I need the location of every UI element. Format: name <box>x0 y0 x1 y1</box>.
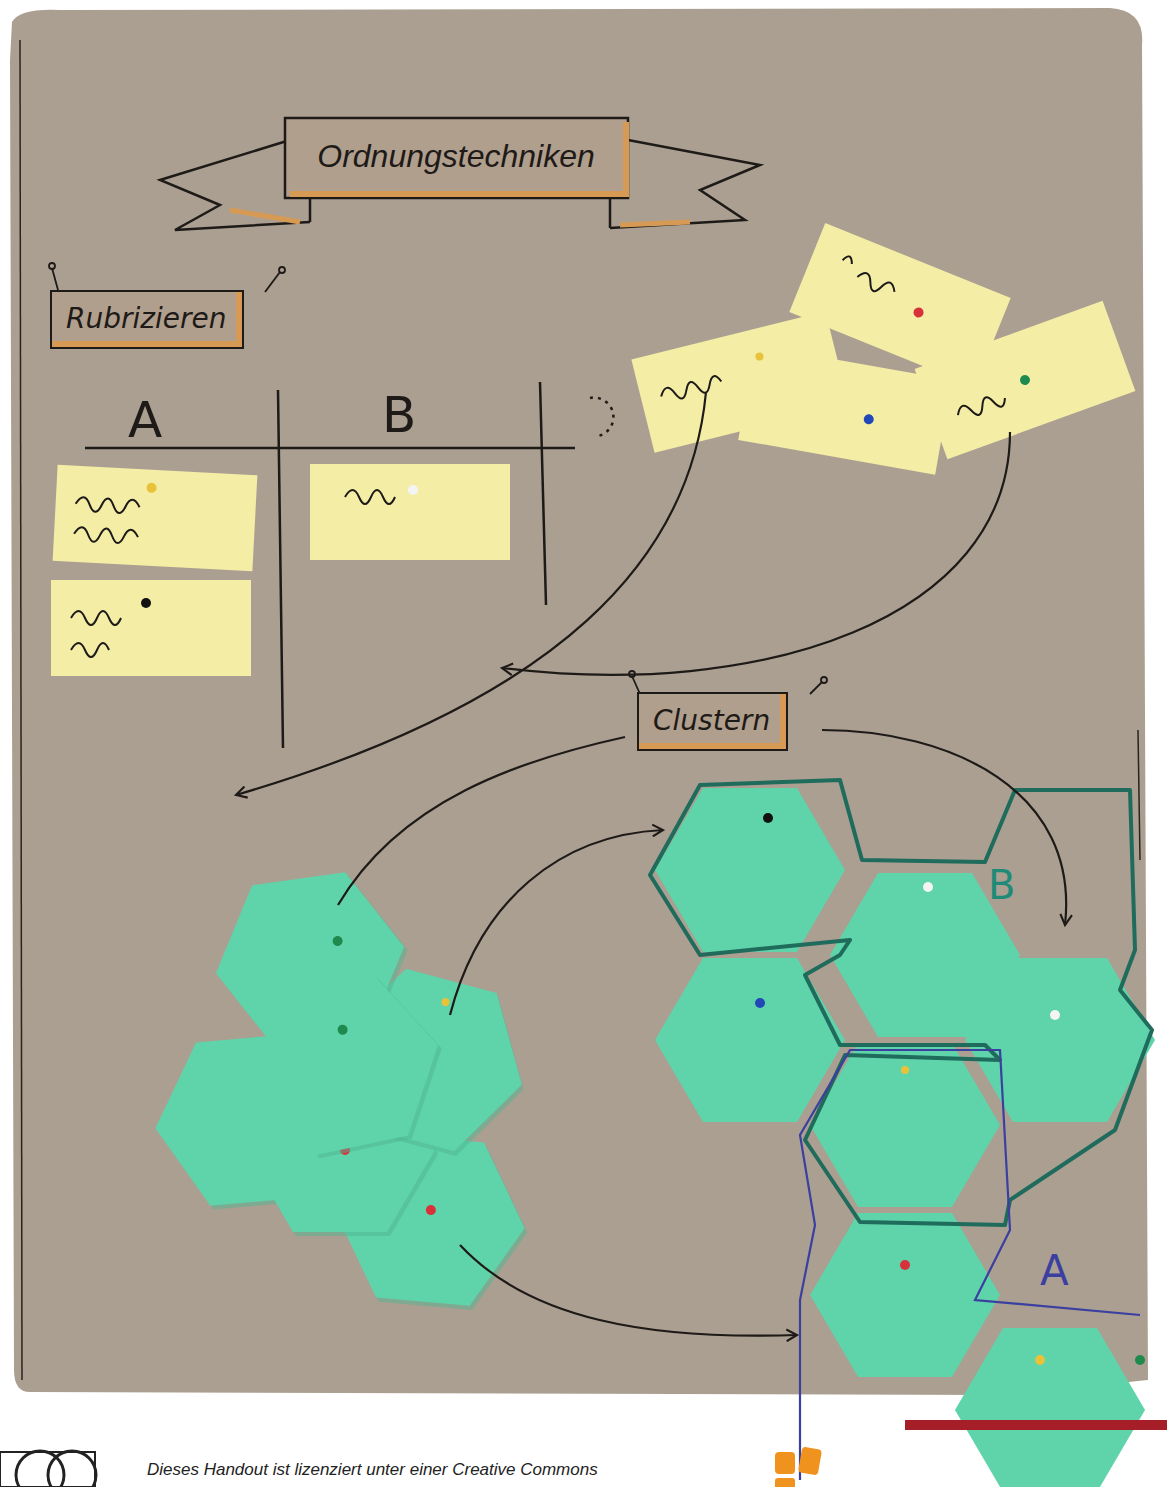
label-box: Rubrizieren <box>50 290 244 349</box>
banner-title: Ordnungstechniken <box>317 138 595 175</box>
label-box: Clustern <box>637 692 788 751</box>
license-caption: Dieses Handout ist lizenziert unter eine… <box>147 1460 598 1480</box>
column-heading: B <box>382 390 416 440</box>
cluster-label: B <box>988 865 1015 905</box>
box-text: Clustern <box>653 704 770 737</box>
column-heading: A <box>128 395 162 445</box>
cluster-label: A <box>1040 1250 1069 1292</box>
box-text: Rubrizieren <box>66 302 226 335</box>
